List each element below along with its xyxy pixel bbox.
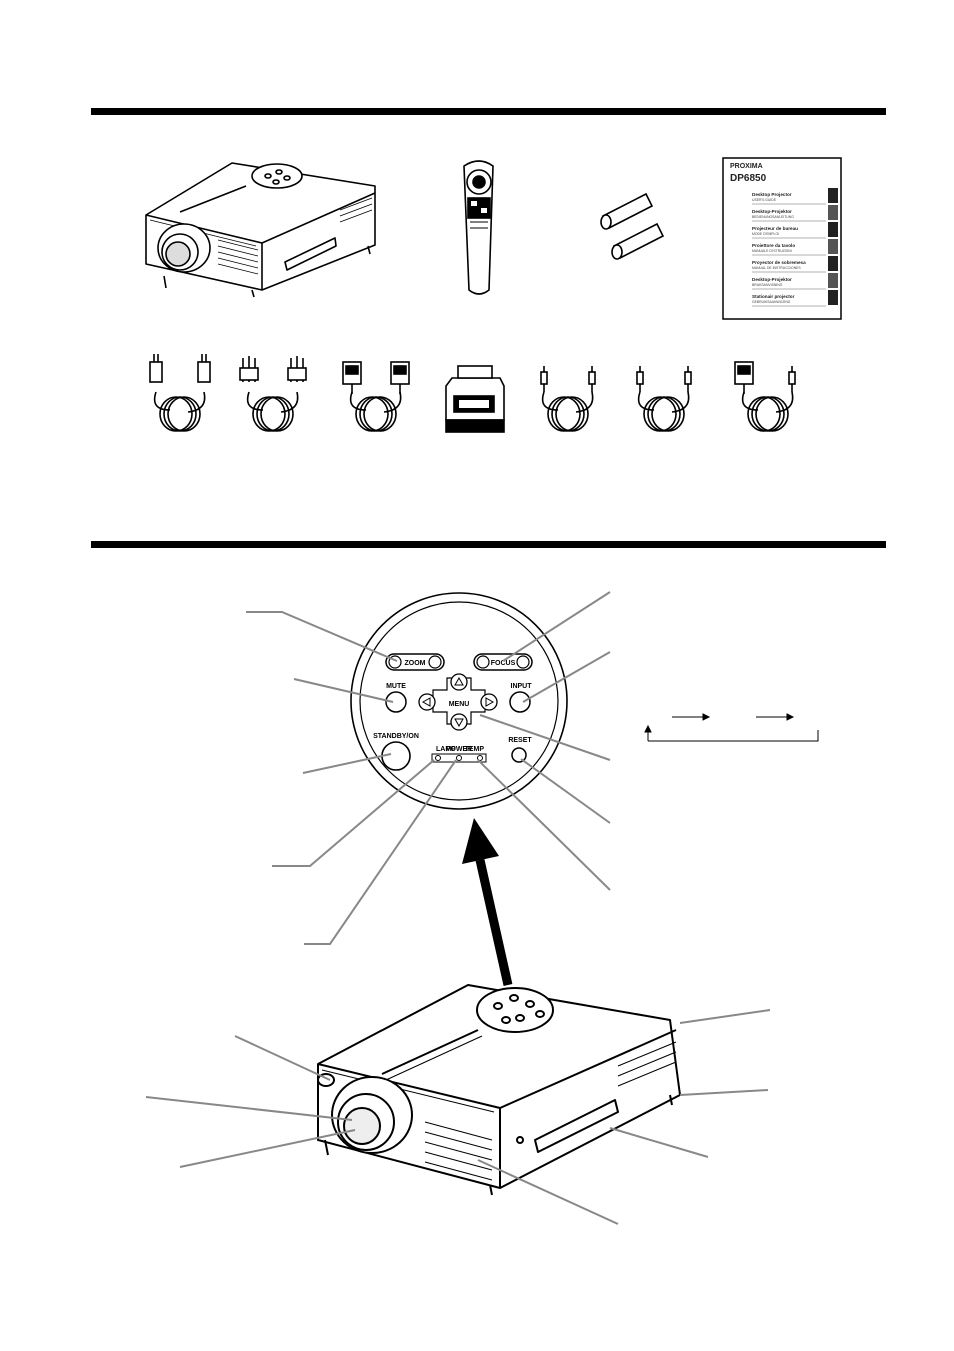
manual-tab-marker [828, 188, 838, 203]
zoom-button-label: ZOOM [405, 660, 426, 667]
power-indicator-label: POWER [446, 746, 472, 753]
manual-tab-marker [828, 273, 838, 288]
manual-entry-sub: MANUALE D'ISTRUZIONI [752, 249, 792, 253]
focus-button[interactable]: FOCUS [473, 653, 533, 671]
manual-entry-sub: BRUKSANVISNING [752, 283, 783, 287]
zoom-button[interactable]: ZOOM [385, 653, 445, 671]
temp-indicator-label: TEMP [465, 746, 485, 753]
power-cord-icon [149, 354, 211, 432]
standby-on-label: STANDBY/ON [373, 733, 419, 740]
manual-tab-marker [828, 222, 838, 237]
manual-tab-marker [828, 290, 838, 305]
section-rule-accessories [91, 108, 886, 115]
manual-tab-marker [828, 256, 838, 271]
manual-entry-title: Proiettore da tavolo [752, 243, 795, 248]
manual-entry-title: Stationair projector [752, 294, 795, 299]
power-indicator [456, 755, 462, 761]
projector-icon [145, 162, 376, 298]
menu-label: MENU [449, 701, 470, 708]
input-label: INPUT [511, 683, 533, 690]
manual-entry-title: Desktop Projector [752, 192, 792, 197]
manual-entry-sub: BEDIENUNGSANLEITUNG [752, 215, 794, 219]
lamp-indicator [435, 755, 441, 761]
manual-tab-marker [828, 239, 838, 254]
mouse-cable-icon [636, 366, 692, 432]
arrow-up-icon[interactable] [450, 673, 468, 691]
manual-brand: PROXIMA [730, 163, 763, 170]
lamp-indicator-label: LAMP [436, 746, 456, 753]
mute-label: MUTE [386, 683, 406, 690]
manual-model: DP6850 [730, 173, 767, 184]
manual-entry-title: Desktop-Projektor [752, 209, 792, 214]
manual-entry-title: Projecteur de bureau [752, 226, 798, 231]
arrow-left-icon[interactable] [418, 693, 436, 711]
arrow-down-icon[interactable] [450, 713, 468, 731]
reset-button[interactable] [511, 747, 527, 763]
mac-adapter-icon [445, 365, 505, 433]
manual-entry-title: Desktop-Projektor [752, 277, 792, 282]
section-rule-names-of-parts [91, 541, 886, 548]
manual-entry-title: Proyector de sobremesa [752, 260, 806, 265]
remote-control-icon [463, 160, 494, 295]
temp-indicator [477, 755, 483, 761]
projector-icon [317, 984, 681, 1196]
input-cycle-diagram [644, 713, 819, 742]
batteries-icon [600, 192, 665, 260]
callout-leader-lines [145, 591, 771, 1225]
arrow-right-icon[interactable] [480, 693, 498, 711]
focus-button-label: FOCUS [491, 660, 516, 667]
arrow-up-icon [462, 818, 513, 986]
mute-button[interactable] [385, 691, 407, 713]
menu-cross [432, 677, 486, 725]
manual-entry-sub: MODE D'EMPLOI [752, 232, 779, 236]
pc-mouse-cable-icon [734, 361, 796, 432]
manual-tab-marker [828, 205, 838, 220]
manual-entry-sub: MANUAL DE INSTRUCCIONES [752, 266, 801, 270]
control-panel-detail: ZOOM FOCUS MUTE INPUT [350, 592, 568, 810]
manual-entry-sub: USER'S GUIDE [752, 198, 777, 202]
rgb-cable-icon [342, 361, 410, 432]
audio-cable-icon [540, 366, 596, 432]
manual-entry-sub: GEBRUIKSAANWIJZING [752, 300, 791, 304]
av-cable-icon [239, 356, 307, 432]
reset-label: RESET [508, 737, 532, 744]
cable-accessories [149, 354, 796, 433]
input-button[interactable] [509, 691, 531, 713]
